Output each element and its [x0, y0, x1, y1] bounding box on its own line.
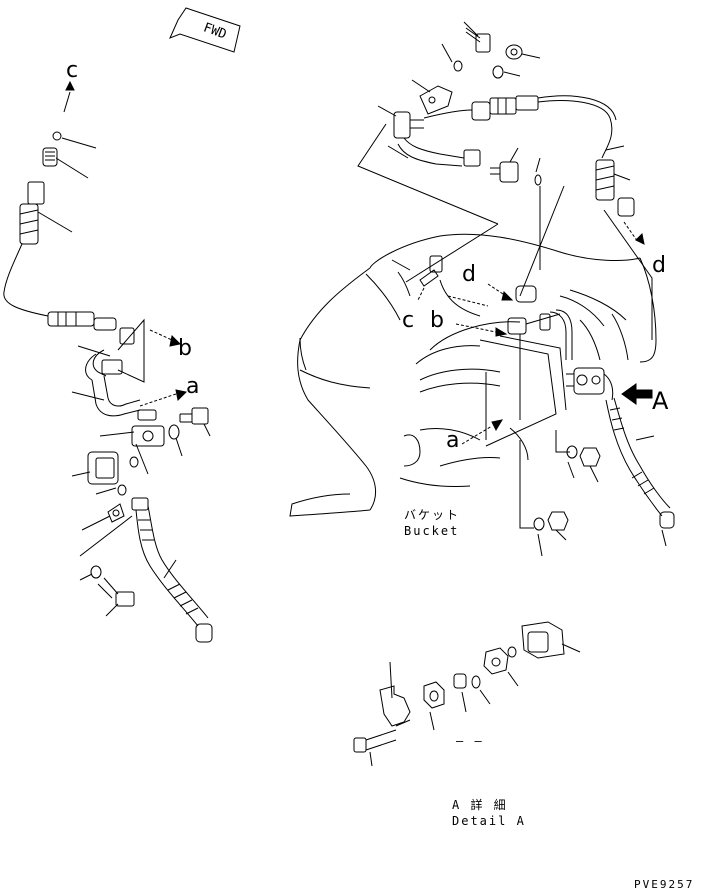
right-hose-assembly — [289, 21, 675, 557]
detail-label-en: Detail A — [452, 814, 526, 828]
label-A-arrow: A — [652, 387, 669, 415]
left-hose-assembly — [3, 80, 213, 643]
dash-mark: – – — [456, 734, 484, 748]
label-a-left: a — [186, 374, 200, 399]
label-d-right: d — [652, 253, 666, 278]
fwd-arrow — [169, 7, 241, 53]
label-a-center: a — [446, 428, 460, 453]
detail-label-jp: A 詳 細 — [452, 798, 508, 812]
label-b-center: b — [430, 308, 444, 333]
label-c-center: c — [402, 308, 415, 333]
label-c-top: c — [66, 58, 79, 83]
drawing-code: PVE9257 — [634, 878, 695, 890]
label-b-left: b — [178, 336, 192, 361]
detail-a-assembly — [353, 621, 581, 767]
label-d-center: d — [462, 262, 476, 287]
bucket-label-en: Bucket — [404, 524, 460, 538]
bucket-label-jp: バケット — [404, 508, 461, 522]
